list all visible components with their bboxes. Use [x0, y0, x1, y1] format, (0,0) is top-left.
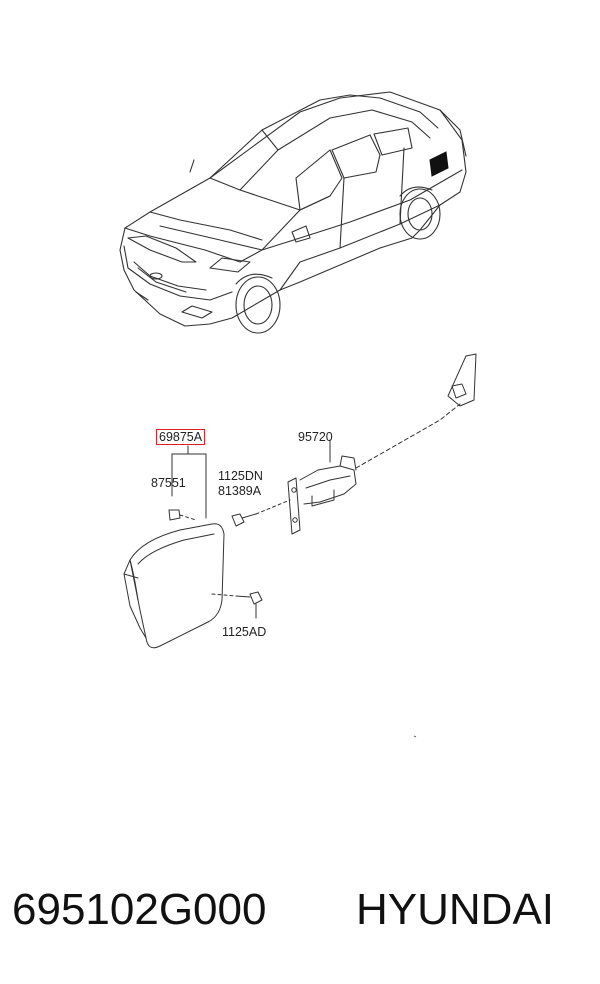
release-cable — [355, 403, 461, 469]
bolt-1125dn — [231, 499, 291, 527]
label-95720: 95720 — [298, 430, 333, 444]
brand-name: HYUNDAI — [356, 885, 555, 934]
label-1125dn: 1125DN — [218, 469, 263, 483]
car-illustration — [119, 91, 467, 334]
actuator-95720 — [287, 439, 357, 535]
part-number: 695102G000 — [12, 885, 267, 934]
footer: 695102G000 HYUNDAI — [0, 880, 600, 950]
stray-mark — [413, 735, 417, 738]
fuel-door-panel — [123, 523, 225, 649]
parts-diagram — [119, 91, 477, 738]
label-81389a: 81389A — [218, 484, 262, 498]
bolt-1125ad — [211, 591, 263, 619]
cable-bracket — [447, 353, 477, 407]
leader-69875a — [171, 445, 207, 519]
label-87551: 87551 — [151, 476, 186, 490]
label-1125ad: 1125AD — [222, 625, 267, 639]
bumper-87551 — [168, 509, 197, 521]
fuel-door-highlight — [429, 151, 449, 177]
label-69875a: 69875A — [156, 429, 206, 445]
